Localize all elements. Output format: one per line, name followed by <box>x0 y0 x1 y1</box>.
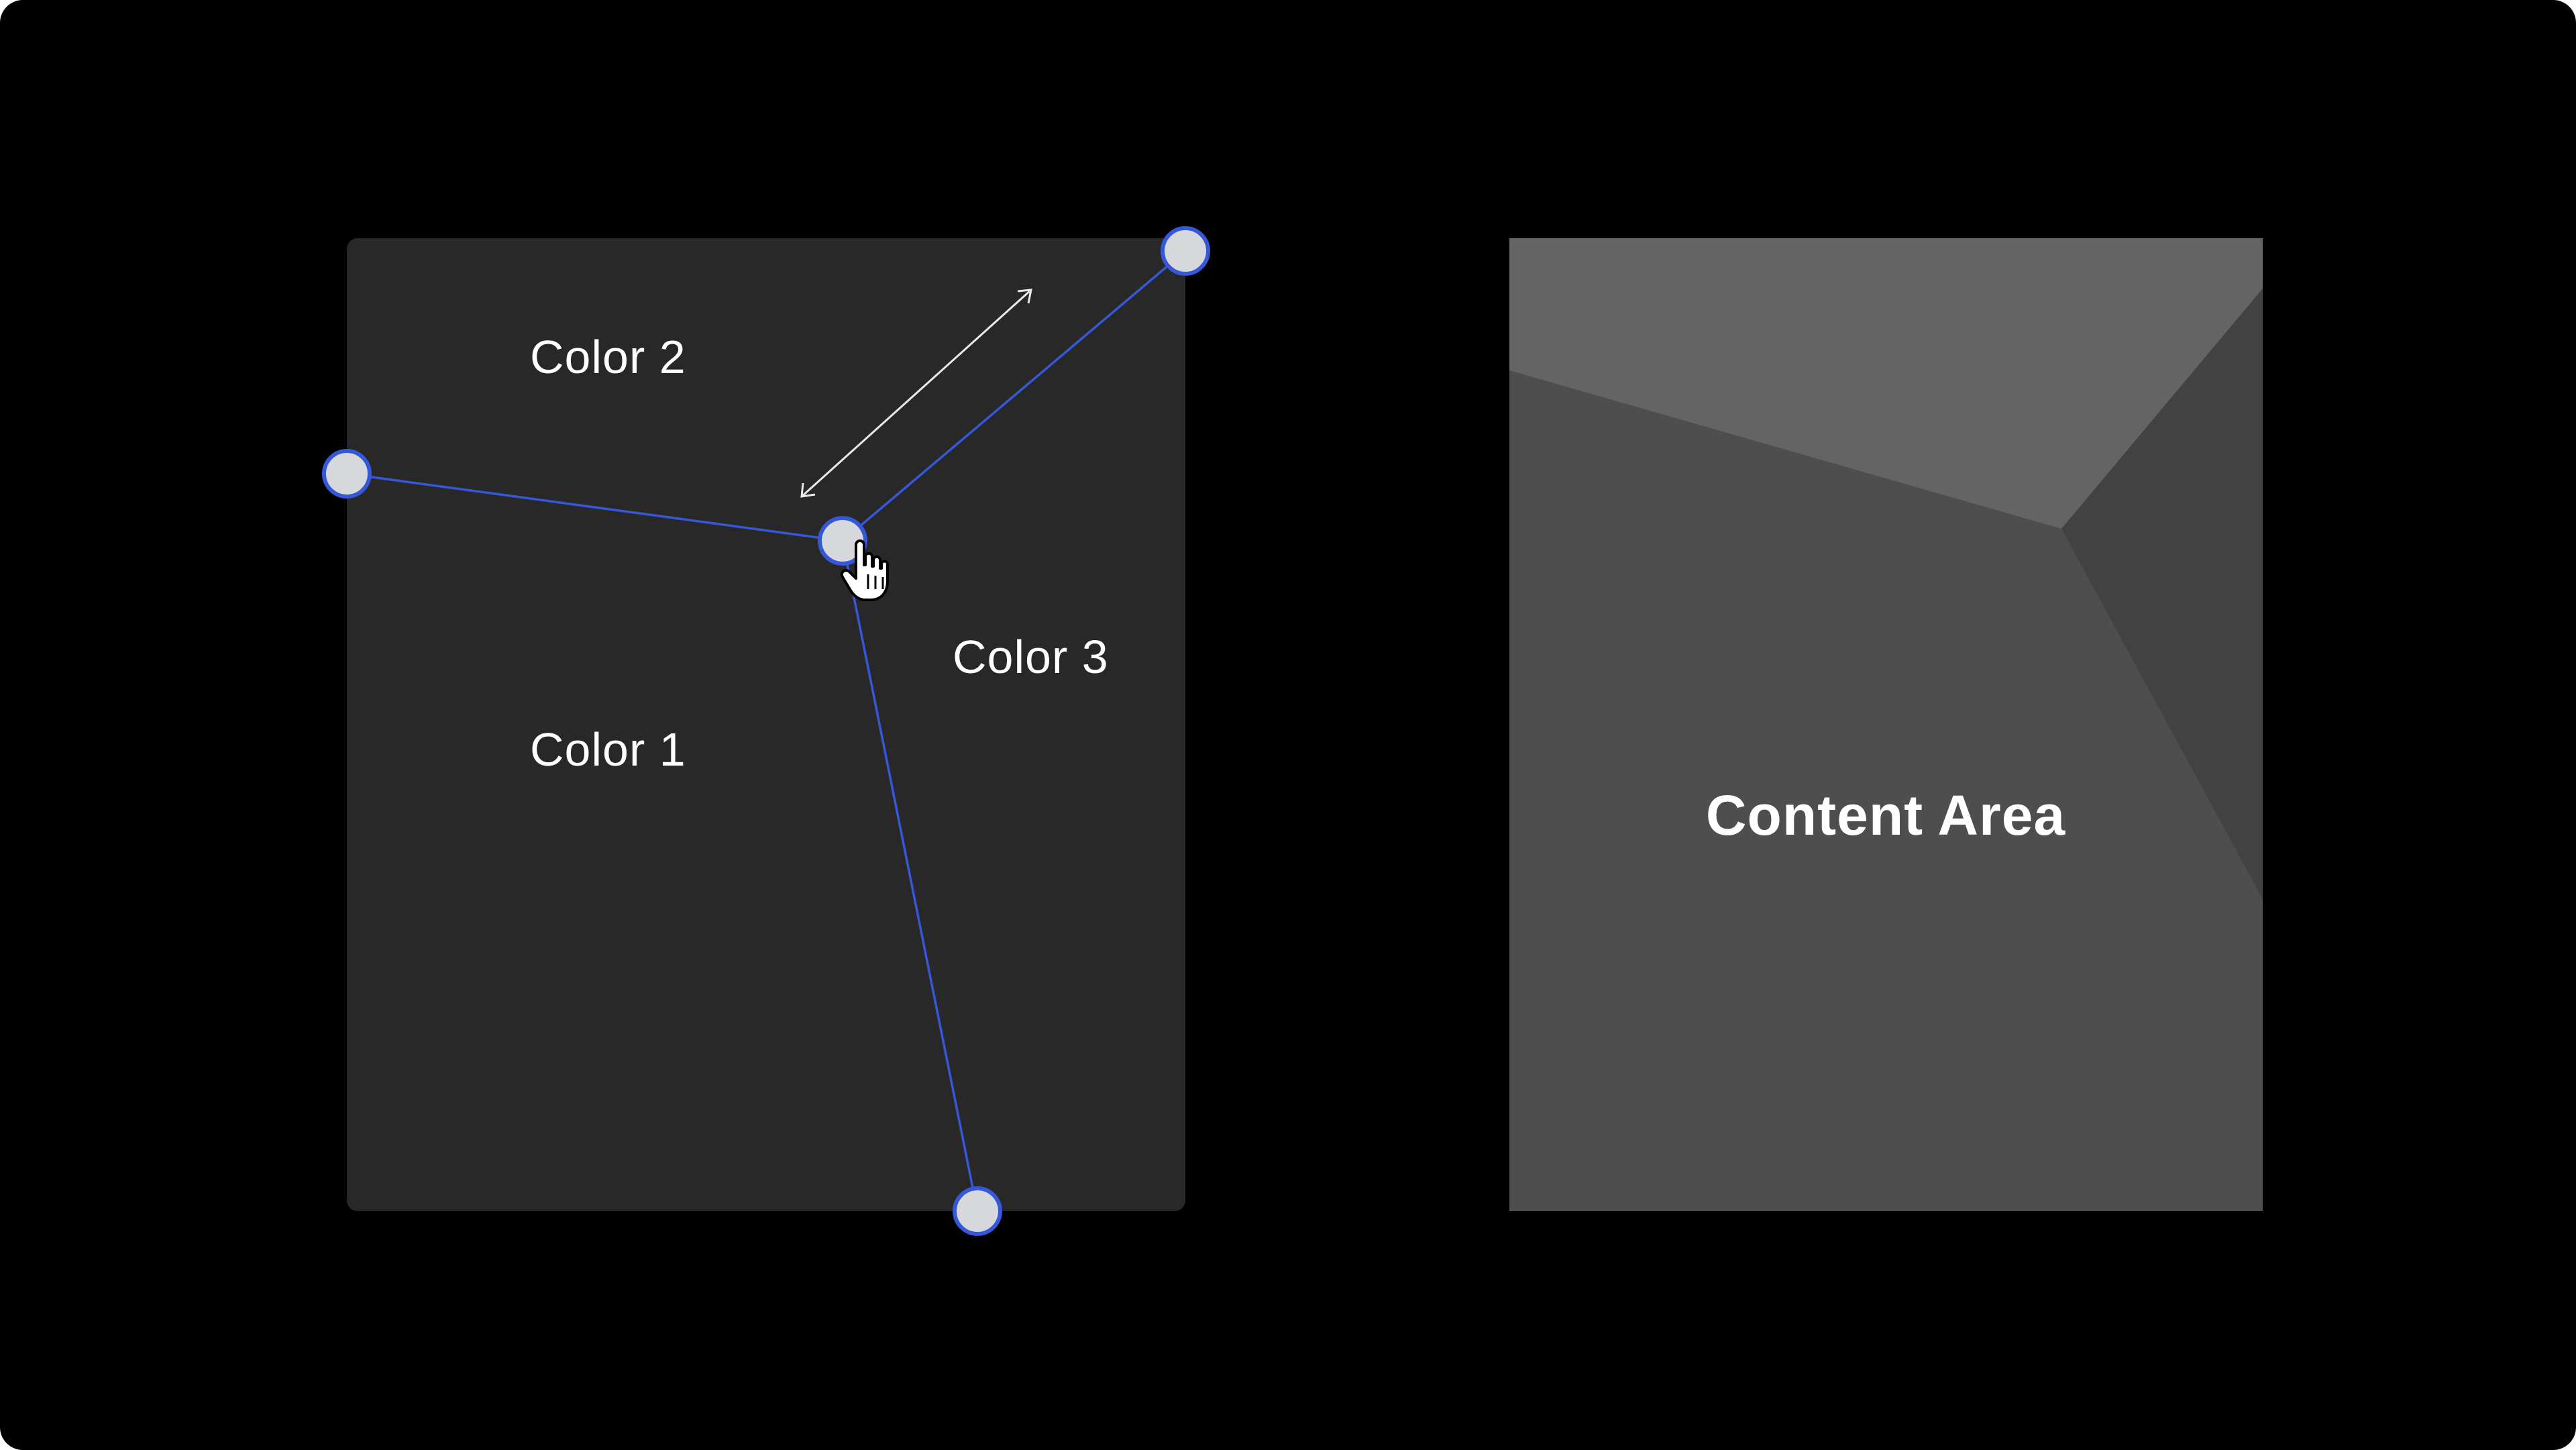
edge-top-right[interactable] <box>841 250 1187 542</box>
region-label-color-3: Color 3 <box>953 631 1109 683</box>
handle-left[interactable] <box>322 449 372 499</box>
double-arrow-icon <box>800 289 1032 498</box>
editor-canvas[interactable] <box>347 238 1185 1211</box>
region-editor-panel: Color 2 Color 3 Color 1 <box>322 226 1210 1236</box>
edge-left[interactable] <box>346 472 843 542</box>
region-label-color-2: Color 2 <box>530 331 686 383</box>
content-area-label: Content Area <box>1706 784 2066 847</box>
region-label-color-1: Color 1 <box>530 723 686 776</box>
handle-center[interactable] <box>818 516 867 566</box>
preview-region-color-3 <box>2061 289 2263 899</box>
content-preview-panel: Content Area <box>1509 238 2263 1211</box>
handle-top-right[interactable] <box>1161 226 1210 276</box>
preview-region-color-2 <box>1509 238 2263 529</box>
hand-pointer-icon <box>841 539 889 601</box>
handle-bottom[interactable] <box>953 1186 1002 1236</box>
edge-bottom[interactable] <box>841 540 979 1212</box>
